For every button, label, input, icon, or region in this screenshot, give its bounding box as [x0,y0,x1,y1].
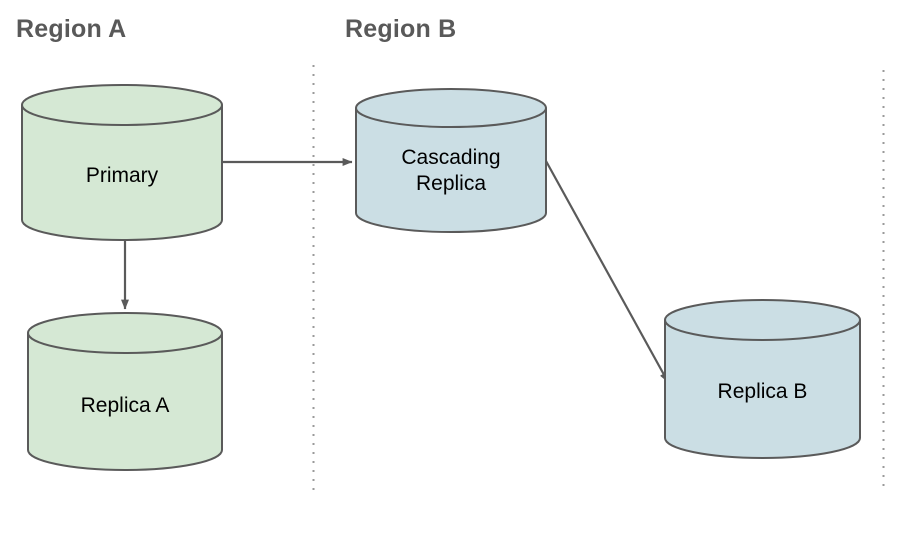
cascading-replica-cylinder-top [355,88,547,128]
replica-b-cylinder-top [664,299,861,341]
node-replica-a[interactable] [27,312,223,471]
replica-a-cylinder-body [27,332,223,471]
primary-cylinder-top [21,84,223,126]
region-dividers [312,65,885,492]
node-cascading-replica[interactable] [355,88,547,233]
node-primary[interactable] [21,84,223,241]
primary-cylinder-body [21,104,223,241]
connector-cascading-replica-to-replica-b[interactable] [545,160,669,383]
node-replica-b[interactable] [664,299,861,459]
connectors [121,158,669,383]
replica-b-cylinder-body [664,319,861,459]
region-a-label: Region A [16,15,127,43]
region-b-label: Region B [345,15,457,43]
replica-a-cylinder-top [27,312,223,354]
cascading-replica-cylinder-body [355,107,547,233]
